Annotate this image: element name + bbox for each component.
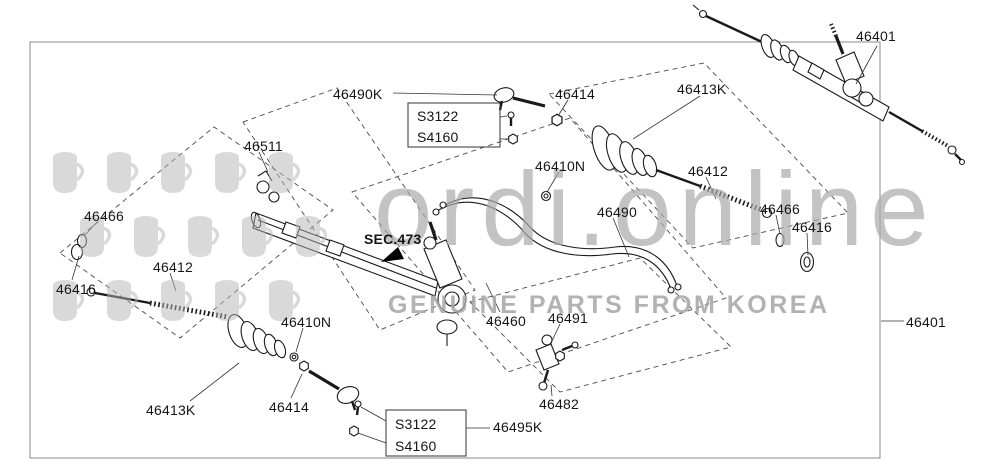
parts-kit-box-top [407, 102, 501, 148]
part-label-46412-left: 46412 [153, 259, 193, 275]
part-label-46410N-bottom: 46410N [281, 314, 332, 330]
part-label-46413K-top: 46413K [677, 81, 727, 97]
part-label-46511: 46511 [244, 138, 283, 154]
part-label-46413K-bottom: 46413K [146, 402, 196, 418]
part-label-46412-right: 46412 [688, 163, 728, 179]
lock-nut-icon [508, 133, 518, 145]
part-label-S4160-bottom: S4160 [395, 438, 437, 454]
part-label-46482: 46482 [539, 396, 579, 412]
ball-stud-icon [354, 400, 362, 408]
part-label-46416-right: 46416 [792, 219, 832, 235]
part-label-46466-right: 46466 [760, 201, 800, 217]
part-label-46466-left: 46466 [84, 208, 124, 224]
parts-kit-box-bottom [385, 409, 467, 457]
left-tie-rod-assembly [70, 233, 362, 437]
part-label-46414-bottom: 46414 [269, 399, 309, 415]
diagram-border [29, 41, 881, 459]
part-label-46401-top: 46401 [856, 28, 896, 44]
part-label-46414-top: 46414 [555, 86, 595, 102]
lock-nut-icon [349, 425, 359, 437]
sec473-arrow-icon [381, 247, 404, 262]
steering-gear-assembly [692, 4, 966, 166]
sensor-valve-parts [535, 334, 579, 391]
part-label-46416-left: 46416 [56, 281, 96, 297]
part-label-46495K: 46495K [493, 419, 543, 435]
part-label-46491: 46491 [548, 310, 588, 326]
right-tie-rod-assembly [493, 87, 815, 273]
leader-lines [71, 45, 904, 444]
part-label-S3122-bottom: S3122 [395, 416, 437, 432]
part-label-46401-right: 46401 [906, 314, 946, 330]
part-label-46410N-top: 46410N [535, 158, 586, 174]
part-label-46490K: 46490K [333, 86, 383, 102]
ball-stud-icon [507, 111, 515, 119]
part-label-46490: 46490 [597, 204, 637, 220]
part-label-S3122-top: S3122 [417, 108, 459, 124]
part-label-S4160-top: S4160 [417, 129, 459, 145]
hydraulic-pipes [432, 197, 682, 294]
part-label-46460: 46460 [486, 313, 526, 329]
section-ref-label: SEC.473 [364, 231, 422, 247]
